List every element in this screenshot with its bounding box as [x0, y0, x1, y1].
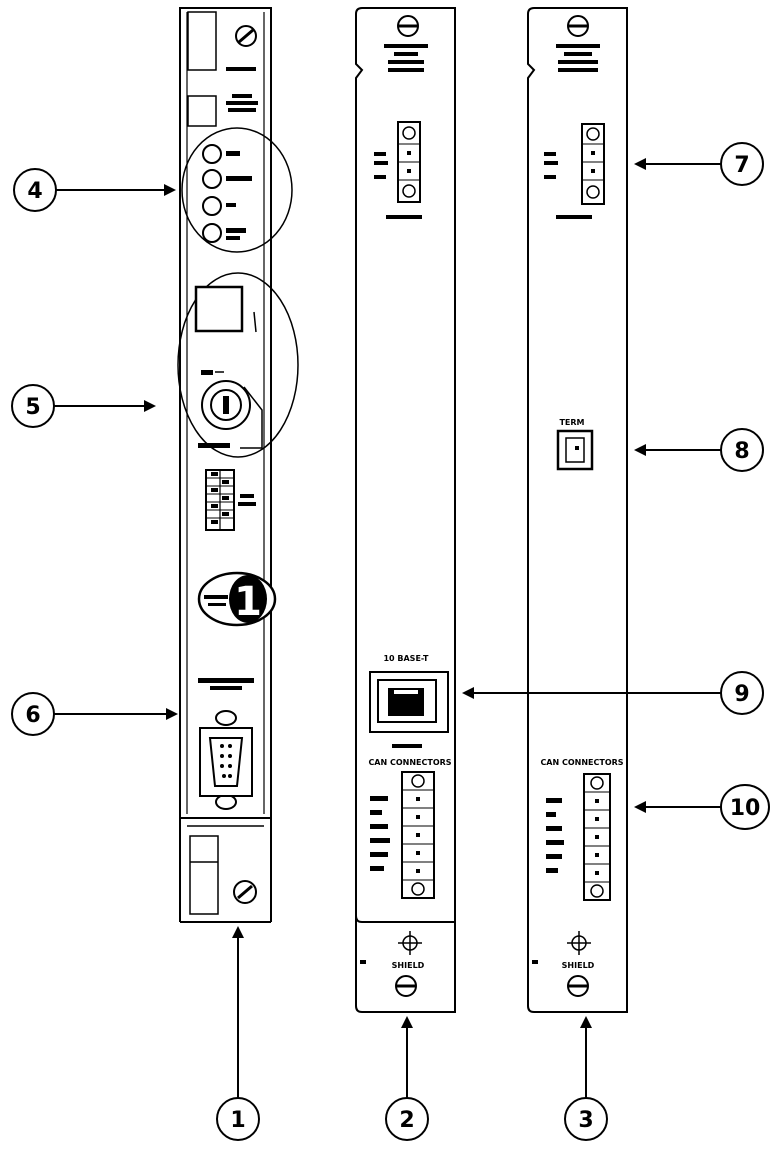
svg-text:6: 6	[25, 703, 40, 728]
bottom-latch	[189, 835, 219, 915]
led-indicators	[202, 144, 252, 243]
panel-3-ground-icon	[567, 931, 591, 955]
panel-3-shield-label: SHIELD	[562, 961, 595, 970]
svg-text:1: 1	[234, 579, 262, 625]
led-3	[202, 196, 222, 216]
svg-text:4: 4	[27, 179, 42, 204]
title-text-4	[228, 108, 256, 112]
led-1	[202, 144, 222, 164]
panel-3-top-terminal-block	[581, 123, 605, 205]
panel-2-conn-label: CAN CONNECTORS	[368, 758, 451, 767]
svg-text:10: 10	[730, 796, 761, 821]
panel-2-bottom-screw-icon	[395, 975, 417, 997]
callout-8: 8	[634, 428, 764, 472]
display-window	[194, 285, 244, 333]
led-2	[202, 169, 222, 189]
callout-1: 1	[216, 926, 260, 1141]
panel-2-top-terminal-block	[397, 121, 421, 203]
panel-2-shield-label: SHIELD	[392, 961, 425, 970]
led-group-outline	[181, 127, 293, 253]
callout-3: 3	[564, 1016, 608, 1141]
top-latch	[187, 11, 217, 71]
title-text-2	[232, 94, 252, 98]
panel-3-switch-label: TERM	[559, 418, 584, 427]
callout-6: 6	[11, 692, 178, 736]
dip-switch-icon	[205, 469, 235, 531]
svg-text:3: 3	[578, 1108, 593, 1133]
panel-3-outline	[527, 7, 628, 1013]
controls-group-outline	[177, 272, 299, 458]
panel-2-ground-icon	[398, 931, 422, 955]
panel-3-can-terminal-block	[583, 773, 611, 901]
callout-7: 7	[634, 142, 764, 186]
svg-text:1: 1	[230, 1108, 245, 1133]
rj45-label: 10 BASE-T	[383, 654, 429, 663]
top-screw-icon	[235, 25, 257, 47]
svg-text:5: 5	[25, 395, 40, 420]
module-panel-3: TERM CAN CONNECTORS	[527, 7, 628, 1013]
panel-3-top-screw-icon	[567, 15, 589, 37]
callout-5: 5	[11, 384, 156, 428]
termination-switch-icon	[556, 429, 594, 471]
serial-port-icon	[199, 710, 253, 810]
led-4	[202, 223, 222, 243]
callout-2: 2	[385, 1016, 429, 1141]
module-panel-1: 1	[177, 7, 299, 923]
rotary-switch-icon	[201, 380, 263, 449]
panel-3-bottom-screw-icon	[567, 975, 589, 997]
svg-text:9: 9	[734, 682, 749, 707]
callout-9: 9	[462, 671, 764, 715]
title-text-1	[226, 67, 256, 71]
bottom-screw-icon	[233, 880, 257, 904]
svg-text:7: 7	[734, 153, 749, 178]
top-label-tab	[187, 95, 217, 127]
title-text-3	[226, 101, 258, 105]
callout-10: 10	[634, 784, 770, 830]
ethernet-port-icon	[369, 671, 449, 733]
series-logo: 1	[197, 571, 277, 627]
panel-2-can-terminal-block	[401, 771, 435, 899]
callout-4: 4	[13, 168, 176, 212]
module-panel-2: 10 BASE-T CAN CONNECTORS	[355, 7, 456, 1013]
svg-text:2: 2	[399, 1108, 414, 1133]
panel-3-conn-label: CAN CONNECTORS	[540, 758, 623, 767]
svg-text:8: 8	[734, 439, 749, 464]
panel-2-top-screw-icon	[397, 15, 419, 37]
